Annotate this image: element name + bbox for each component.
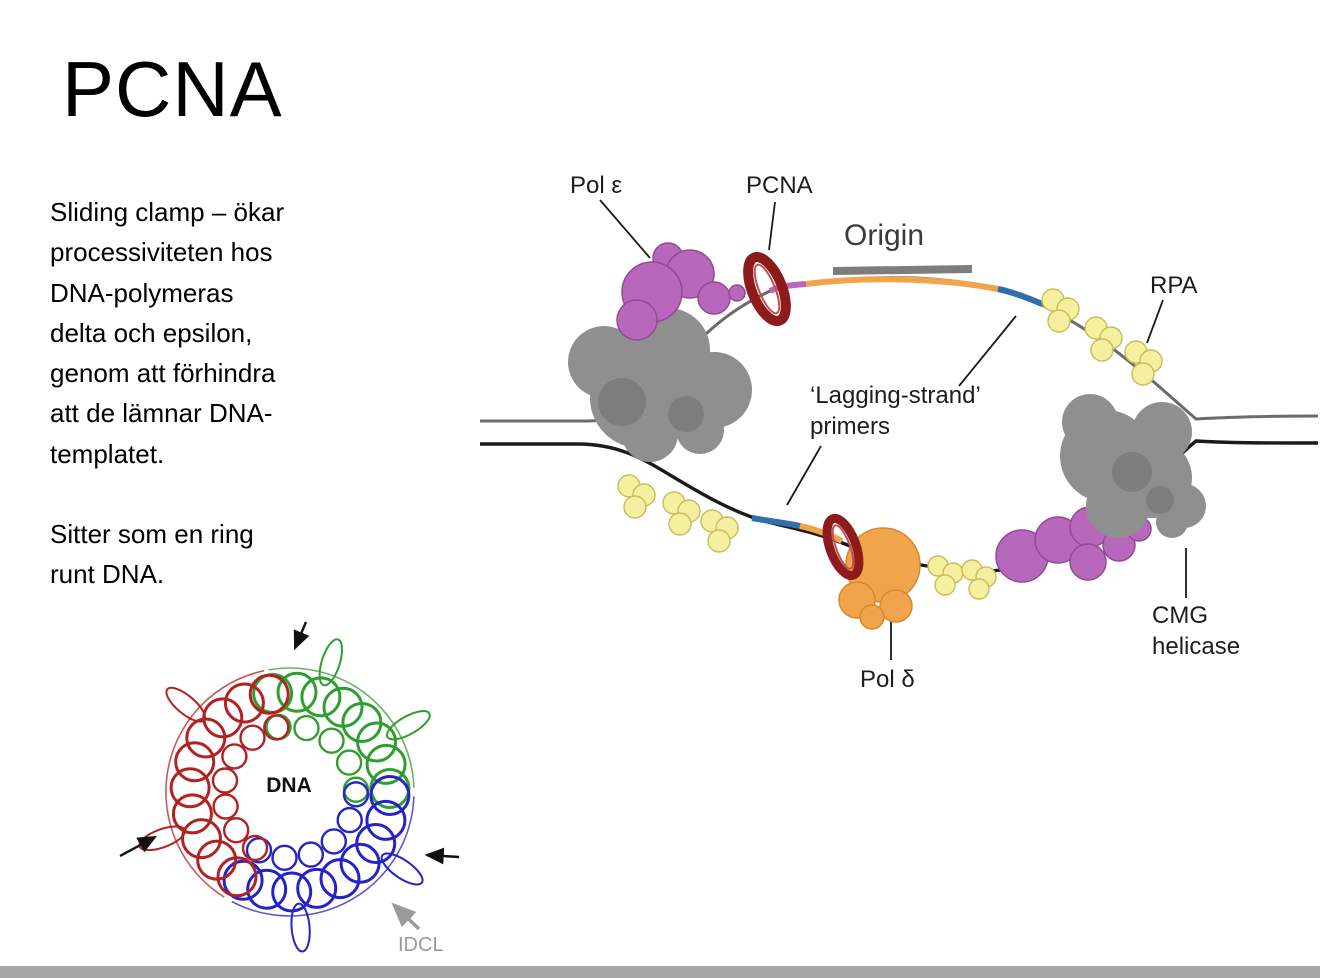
pcna-clamp-top (743, 251, 791, 327)
dna-center-label: DNA (266, 774, 312, 797)
origin-segment (832, 265, 973, 275)
paragraph-sliding-clamp: Sliding clamp – ökar processiviteten hos… (50, 197, 285, 469)
cmg-helicase-left-blob (568, 308, 752, 462)
label-lagging-strand-primers: ‘Lagging-strand’ primers (810, 382, 981, 441)
slide-title: PCNA (62, 45, 283, 133)
label-idcl: IDCL (398, 934, 444, 956)
replication-fork-diagram: Pol ε PCNA Origin RPA ‘Lagging-strand’ p… (460, 150, 1320, 720)
rpa-pointer (1146, 299, 1164, 344)
pcna-ring-svg: DNA (119, 621, 460, 953)
pol-epsilon-blob (616, 242, 746, 341)
cmg-helicase-right-blob (1060, 394, 1206, 538)
bottom-primer-blue (751, 515, 801, 529)
arrow-top (293, 621, 310, 651)
top-primer-blue (997, 286, 1044, 307)
label-rpa: RPA (1150, 272, 1198, 299)
label-pcna: PCNA (746, 172, 813, 199)
bottom-orange-segment (799, 523, 844, 544)
structure-arrows (119, 621, 460, 865)
paragraph-ring: Sitter som en ring runt DNA. (50, 519, 254, 590)
ring-center-hole (244, 746, 336, 838)
pcna-ring-structure-figure: DNA IDCL (108, 616, 472, 970)
label-pol-delta: Pol δ (860, 666, 915, 693)
lagging-bottom-pointer (786, 445, 822, 506)
replication-fork-svg (480, 199, 1319, 660)
leading-strand-orange (805, 276, 999, 292)
body-text: Sliding clamp – ökar processiviteten hos… (50, 192, 380, 635)
pcna-pointer (768, 201, 776, 251)
pointer-lines (599, 199, 1187, 660)
label-cmg-helicase: CMG helicase (1152, 602, 1241, 661)
pol-epsilon-pointer (599, 199, 651, 259)
label-origin: Origin (844, 219, 925, 252)
label-pol-epsilon: Pol ε (570, 172, 623, 199)
pcna-clamp-bottom (822, 513, 864, 581)
arrow-left (119, 835, 158, 858)
rpa-beads (617, 288, 1163, 600)
arrow-right (424, 847, 460, 865)
lagging-top-pointer (958, 315, 1017, 387)
polymerase-purple-blob-bottom (995, 506, 1152, 583)
pcna-trimer-ring (138, 638, 431, 953)
bottom-gray-bar (0, 966, 1320, 978)
pol-delta-blob (838, 527, 921, 630)
idcl-arrow (391, 902, 421, 931)
